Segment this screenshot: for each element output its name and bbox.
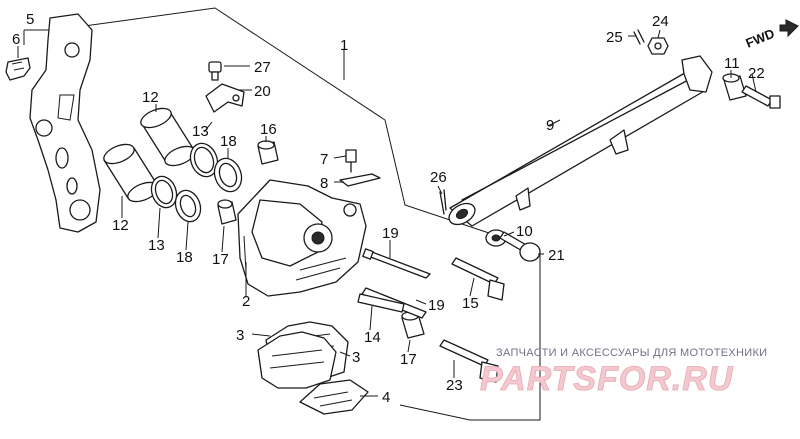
callout-10: 10 — [516, 223, 533, 240]
callout-3-a: 3 — [236, 327, 244, 344]
torque-arm — [448, 55, 713, 227]
bolt-7 — [345, 149, 357, 173]
bleeder-bracket — [205, 83, 245, 113]
callout-17-b: 17 — [400, 351, 417, 368]
watermark-brand: PARTSFOR.RU — [480, 360, 734, 398]
piston-upper — [140, 107, 196, 167]
clip-8 — [339, 173, 381, 187]
forward-direction-label: FWD — [744, 26, 777, 51]
callout-labels: 1 2 3 3 4 5 6 7 8 9 10 11 12 12 13 13 14… — [12, 11, 765, 406]
bolt-15 — [451, 257, 505, 301]
bolt-21 — [499, 231, 541, 262]
callout-6: 6 — [12, 31, 20, 48]
leader-lines — [17, 29, 757, 397]
assembly-outline — [23, 7, 541, 421]
dust-seal-lower — [174, 189, 202, 223]
piston-seal-upper — [189, 142, 219, 178]
callout-14: 14 — [364, 329, 381, 346]
forward-arrow — [779, 19, 799, 38]
callout-9: 9 — [546, 117, 554, 134]
callout-2: 2 — [242, 293, 250, 310]
slide-pin-upper — [362, 248, 431, 279]
pad-clip — [5, 57, 31, 81]
watermark: ЗАПЧАСТИ И АКСЕССУАРЫ ДЛЯ МОТОТЕХНИКИ PA… — [480, 347, 767, 398]
brake-pad-front — [257, 331, 337, 389]
callout-21: 21 — [548, 247, 565, 264]
collar-11 — [722, 73, 747, 101]
callout-27: 27 — [254, 59, 271, 76]
callout-16: 16 — [260, 121, 277, 138]
callout-20: 20 — [254, 83, 271, 100]
callout-18-b: 18 — [176, 249, 193, 266]
bolt-14 — [357, 293, 405, 313]
bolt-23 — [439, 339, 499, 383]
callout-5: 5 — [26, 11, 34, 28]
callout-15: 15 — [462, 295, 479, 312]
callout-17-a: 17 — [212, 251, 229, 268]
callout-19-a: 19 — [382, 225, 399, 242]
watermark-subtitle: ЗАПЧАСТИ И АКСЕССУАРЫ ДЛЯ МОТОТЕХНИКИ — [496, 347, 767, 359]
callout-24: 24 — [652, 13, 669, 30]
cotter-26 — [439, 189, 447, 215]
callout-23: 23 — [446, 377, 463, 394]
callout-12-b: 12 — [112, 217, 129, 234]
piston-lower — [103, 143, 159, 203]
callout-22: 22 — [748, 65, 765, 82]
callout-8: 8 — [320, 175, 328, 192]
callout-26: 26 — [430, 169, 447, 186]
anti-rattle-spring — [299, 379, 369, 415]
bolt-22 — [741, 85, 781, 109]
cotter-pin-25 — [633, 29, 645, 45]
callout-7: 7 — [320, 151, 328, 168]
callout-13-b: 13 — [148, 237, 165, 254]
callout-3-b: 3 — [352, 349, 360, 366]
callout-4: 4 — [382, 389, 390, 406]
callout-19-b: 19 — [428, 297, 445, 314]
caliper-bracket — [29, 13, 101, 233]
callout-1: 1 — [340, 37, 348, 54]
piston-seal-lower — [150, 175, 178, 209]
callout-13-a: 13 — [192, 123, 209, 140]
callout-11: 11 — [724, 55, 740, 72]
boot-17-upper — [217, 199, 237, 225]
callout-12-a: 12 — [142, 89, 159, 106]
washer-10 — [485, 229, 507, 247]
bleed-valve-cap — [208, 61, 222, 81]
callout-25: 25 — [606, 29, 623, 46]
dust-seal-upper — [213, 157, 243, 193]
boot-16 — [257, 140, 279, 165]
caliper-body — [237, 179, 367, 297]
callout-18-a: 18 — [220, 133, 237, 150]
nut-24 — [647, 37, 669, 55]
